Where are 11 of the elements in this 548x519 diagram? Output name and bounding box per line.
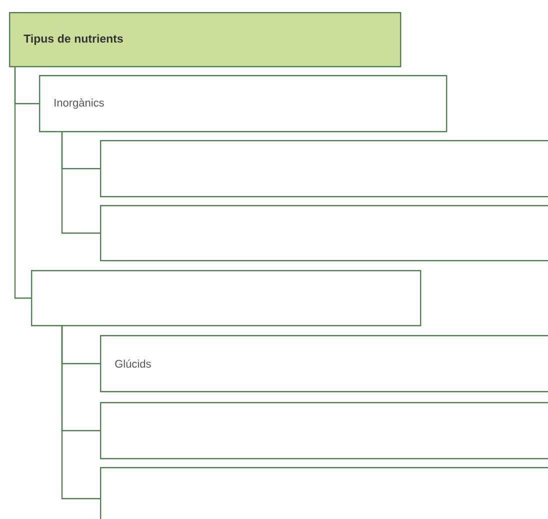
- empty-box: [100, 467, 548, 519]
- connector-line: [61, 132, 100, 234]
- category-box: Glúcids: [100, 335, 548, 392]
- connector-line: [61, 326, 100, 500]
- empty-box: [31, 270, 422, 326]
- category-box: Inorgànics: [39, 75, 448, 132]
- empty-box: [100, 205, 548, 262]
- heading-box: Tipus de nutrients: [9, 12, 402, 68]
- empty-box: [100, 402, 548, 460]
- empty-box: [100, 140, 548, 198]
- connector-line: [14, 67, 31, 299]
